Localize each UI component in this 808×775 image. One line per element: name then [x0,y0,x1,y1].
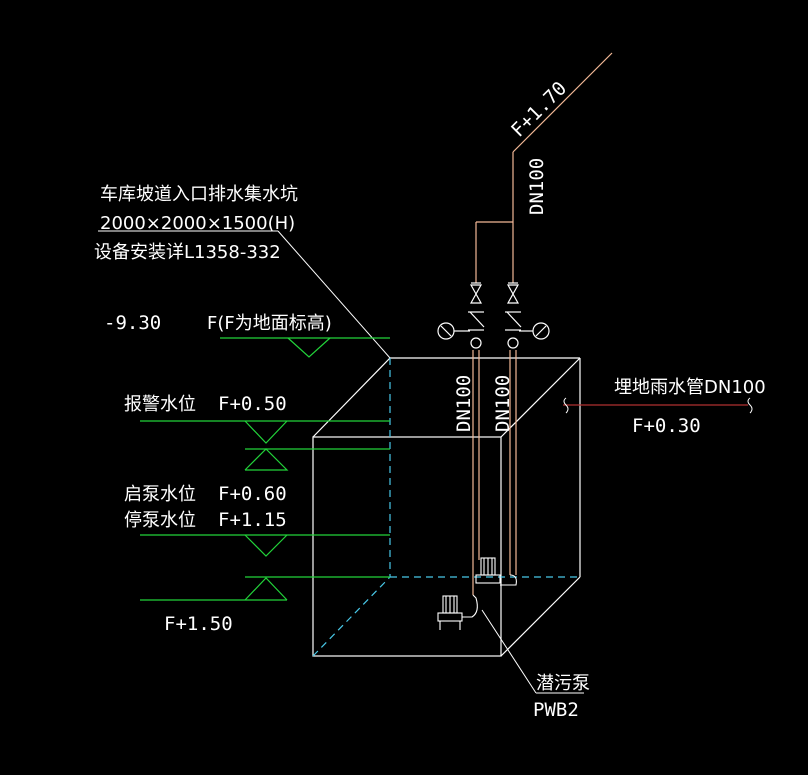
riser-left-size: DN100 [453,375,475,432]
level-marker-bottom [244,577,288,601]
bottom-value: F+1.50 [164,613,233,635]
outlet-elevation: F+1.70 [507,77,571,141]
pump-name: 潜污泵 [536,673,590,694]
level-lines [140,337,390,601]
pump-code: PWB2 [533,699,579,721]
check-valve-right-icon [505,311,522,349]
alarm-value: F+0.50 [218,393,287,415]
start-value: F+0.60 [218,483,287,505]
pit-title: 车库坡道入口排水集水坑 [100,184,298,205]
break-symbol-icon [563,397,753,414]
sump-box [312,357,581,657]
level-marker-start [244,448,289,471]
pressure-gauge-right-icon [519,322,550,340]
gate-valve-right-icon [506,282,520,304]
submersible-pump-icon [437,557,517,630]
outlet-pipe [512,52,613,153]
level-marker-alarm [244,420,288,444]
stop-label: 停泵水位 [124,510,196,531]
sump-box-hidden-edges [312,358,580,657]
stop-value: F+1.15 [218,509,287,531]
main-size: DN100 [526,158,548,215]
rain-pipe-elevation: F+0.30 [632,415,701,437]
valves [437,282,550,349]
riser-right-size: DN100 [492,375,514,432]
pit-install: 设备安装详L1358-332 [94,242,281,263]
pipes [472,52,613,595]
box-top-left-edge [312,357,391,438]
check-valve-left-icon [468,311,485,349]
alarm-label: 报警水位 [124,394,196,415]
gate-valve-left-icon [469,282,483,304]
level-marker-ground [287,337,331,358]
hidden-bottom-left-edge [312,576,391,657]
pit-size: 2000×2000×1500(H) [100,213,295,234]
box-front-face [312,436,502,657]
box-bottom-right-edge [500,576,581,657]
level-marker-stop [244,534,288,557]
pump-leader [481,609,584,694]
pit-leader [98,230,391,359]
ground-label: F(F为地面标高) [207,313,332,334]
start-label: 启泵水位 [124,484,196,505]
box-top-right-edge [500,357,581,438]
pressure-gauge-left-icon [437,322,470,340]
rain-pipe-label: 埋地雨水管DN100 [614,377,766,398]
ground-value: -9.30 [104,312,161,334]
